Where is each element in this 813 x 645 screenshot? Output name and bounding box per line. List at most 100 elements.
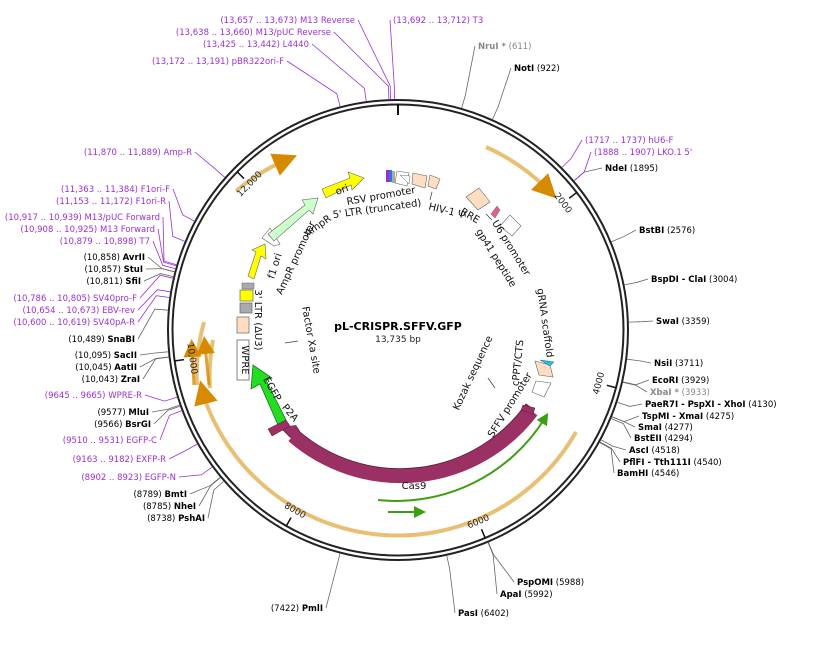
leader-line-l4440 bbox=[311, 43, 367, 102]
site-label-tspmi[interactable]: TspMI - XmaI (4275) bbox=[642, 412, 734, 422]
site-label-bsteii[interactable]: BstEII (4294) bbox=[634, 434, 693, 444]
site-label-bspdi[interactable]: BspDI - ClaI (3004) bbox=[651, 275, 737, 285]
leader-line-m13fwd bbox=[157, 228, 177, 267]
leader-line-noti bbox=[492, 67, 512, 120]
site-label-smai[interactable]: SmaI (4277) bbox=[638, 423, 693, 433]
p2a-feature bbox=[267, 419, 291, 437]
site-label-f1orif[interactable]: (11,363 .. 11,384) F1ori-F bbox=[61, 185, 170, 195]
site-name: AatII bbox=[114, 363, 137, 373]
site-position: (611) bbox=[509, 42, 532, 52]
site-label-mlui[interactable]: (9577) MluI bbox=[97, 408, 149, 418]
leader-line-m13rev bbox=[357, 19, 391, 100]
site-label-noti[interactable]: NotI (922) bbox=[514, 64, 560, 74]
leader-line-mlui bbox=[151, 404, 180, 413]
site-label-sacii[interactable]: (10,095) SacII bbox=[75, 351, 137, 361]
site-label-bmti[interactable]: (8789) BmtI bbox=[133, 490, 187, 500]
site-label-m13pucfwd[interactable]: (10,917 .. 10,939) M13/pUC Forward bbox=[5, 213, 160, 223]
site-label-sfii[interactable]: (10,811) SfiI bbox=[86, 277, 141, 287]
site-position: (10,879 .. 10,898) bbox=[60, 237, 137, 247]
site-label-nrui[interactable]: NruI * (611) bbox=[478, 42, 532, 52]
site-position: (10,857) bbox=[85, 265, 121, 275]
site-position: (9163 .. 9182) bbox=[73, 455, 134, 465]
site-label-asci[interactable]: AscI (4518) bbox=[629, 446, 680, 456]
leader-line-snabi bbox=[137, 308, 168, 340]
site-name: SacII bbox=[114, 351, 137, 361]
site-label-ampr_p[interactable]: (11,870 .. 11,889) Amp-R bbox=[84, 148, 192, 158]
site-name: L4440 bbox=[283, 40, 309, 50]
small-orf-arrows bbox=[183, 336, 215, 386]
site-label-xbai[interactable]: XbaI * (3933) bbox=[650, 388, 710, 398]
site-label-sv40prof[interactable]: (10,786 .. 10,805) SV40pro-F bbox=[13, 294, 137, 304]
feature-label-ori: ori bbox=[334, 183, 350, 198]
ruler-tick bbox=[285, 517, 292, 527]
cas9-arc bbox=[288, 408, 538, 484]
site-name: F1ori-F bbox=[141, 185, 170, 195]
site-position: (10,917 .. 10,939) bbox=[5, 213, 82, 223]
site-label-pshai[interactable]: (8738) PshAI bbox=[147, 514, 205, 524]
leader-line-sv40par bbox=[137, 295, 170, 323]
site-position: (10,045) bbox=[75, 363, 111, 373]
site-name: ZraI bbox=[121, 375, 140, 385]
site-label-wprer[interactable]: (9645 .. 9665) WPRE-R bbox=[45, 391, 142, 401]
site-label-zrai[interactable]: (10,043) ZraI bbox=[82, 375, 140, 385]
site-label-egfpn[interactable]: (8902 .. 8923) EGFP-N bbox=[81, 473, 176, 483]
site-position: (11,153 .. 11,172) bbox=[56, 197, 133, 207]
site-label-pspomi[interactable]: PspOMI (5988) bbox=[517, 578, 584, 588]
site-label-aatii[interactable]: (10,045) AatII bbox=[75, 363, 137, 373]
site-label-t7[interactable]: (10,879 .. 10,898) T7 bbox=[60, 237, 150, 247]
site-label-pflfi[interactable]: PflFI - Tth111I (4540) bbox=[623, 458, 722, 468]
site-label-nsii[interactable]: NsiI (3711) bbox=[654, 359, 703, 369]
site-label-swai[interactable]: SwaI (3359) bbox=[656, 317, 710, 327]
leader-line-xbai bbox=[622, 381, 648, 393]
site-label-exfpr[interactable]: (9163 .. 9182) EXFP-R bbox=[73, 455, 167, 465]
ampr-feature bbox=[267, 197, 319, 242]
feature-label-factorxa: Factor Xa site bbox=[299, 306, 322, 375]
site-label-stui[interactable]: (10,857) StuI bbox=[85, 265, 143, 275]
site-label-m13rev[interactable]: (13,657 .. 13,673) M13 Reverse bbox=[220, 16, 355, 26]
site-label-hu6f[interactable]: (1717 .. 1737) hU6-F bbox=[585, 136, 674, 146]
leader-line-egfpn bbox=[178, 466, 213, 478]
site-label-m13fwd[interactable]: (10,908 .. 10,925) M13 Forward bbox=[20, 225, 155, 235]
site-name: PaeR7I - PspXI - XhoI bbox=[645, 400, 746, 410]
site-label-paer7i[interactable]: PaeR7I - PspXI - XhoI (4130) bbox=[645, 400, 777, 410]
leader-line-ecori bbox=[623, 379, 650, 386]
site-label-apai[interactable]: ApaI (5992) bbox=[500, 590, 553, 600]
site-label-nhei[interactable]: (8785) NheI bbox=[143, 502, 196, 512]
site-label-sv40par[interactable]: (10,600 .. 10,619) SV40pA-R bbox=[13, 318, 135, 328]
site-label-bamhi[interactable]: BamHI (4546) bbox=[617, 469, 679, 479]
site-label-pbr322[interactable]: (13,172 .. 13,191) pBR322ori-F bbox=[152, 57, 284, 67]
site-name: EcoRI bbox=[652, 376, 678, 386]
site-name: EGFP-N bbox=[145, 473, 176, 483]
site-position: (4294) bbox=[664, 434, 692, 444]
site-label-ndei[interactable]: NdeI (1895) bbox=[605, 164, 658, 174]
site-label-snabi[interactable]: (10,489) SnaBI bbox=[68, 335, 135, 345]
site-name: EXFP-R bbox=[136, 455, 166, 465]
site-label-pasi[interactable]: PasI (6402) bbox=[458, 609, 509, 619]
site-label-bsrgi[interactable]: (9566) BsrGI bbox=[94, 420, 151, 430]
site-name: Amp-R bbox=[164, 148, 193, 158]
leader-line-pshai bbox=[207, 481, 224, 519]
site-label-m13pucrev[interactable]: (13,638 .. 13,660) M13/pUC Reverse bbox=[176, 28, 331, 38]
site-label-egfpc[interactable]: (9510 .. 9531) EGFP-C bbox=[63, 436, 157, 446]
leader-lines bbox=[137, 19, 654, 614]
ltr3-feature bbox=[236, 316, 250, 334]
ruler-label: 8000 bbox=[282, 501, 307, 521]
leader-line-paer7i bbox=[617, 401, 643, 407]
site-label-avrii[interactable]: (10,858) AvrII bbox=[84, 253, 145, 263]
site-label-pmli[interactable]: (7422) PmlI bbox=[271, 604, 323, 614]
site-position: (4540) bbox=[693, 458, 721, 468]
site-label-ecori[interactable]: EcoRI (3929) bbox=[652, 376, 709, 386]
site-name: BmtI bbox=[164, 490, 187, 500]
site-label-f1orir[interactable]: (11,153 .. 11,172) F1ori-R bbox=[56, 197, 166, 207]
leader-line-aatii bbox=[139, 356, 169, 368]
gp41-feature bbox=[490, 205, 501, 219]
site-position: (13,172 .. 13,191) bbox=[152, 57, 229, 67]
site-label-ebvrev[interactable]: (10,654 .. 10,673) EBV-rev bbox=[22, 306, 135, 316]
feature-label-wpre: WPRE bbox=[239, 345, 250, 374]
site-label-lko15[interactable]: (1888 .. 1907) LKO.1 5' bbox=[594, 148, 692, 158]
site-label-l4440[interactable]: (13,425 .. 13,442) L4440 bbox=[203, 40, 309, 50]
site-label-t3[interactable]: (13,692 .. 13,712) T3 bbox=[393, 16, 483, 26]
site-label-bstbi[interactable]: BstBI (2576) bbox=[639, 226, 695, 236]
rre-feature bbox=[465, 187, 491, 211]
site-position: (7422) bbox=[271, 604, 299, 614]
